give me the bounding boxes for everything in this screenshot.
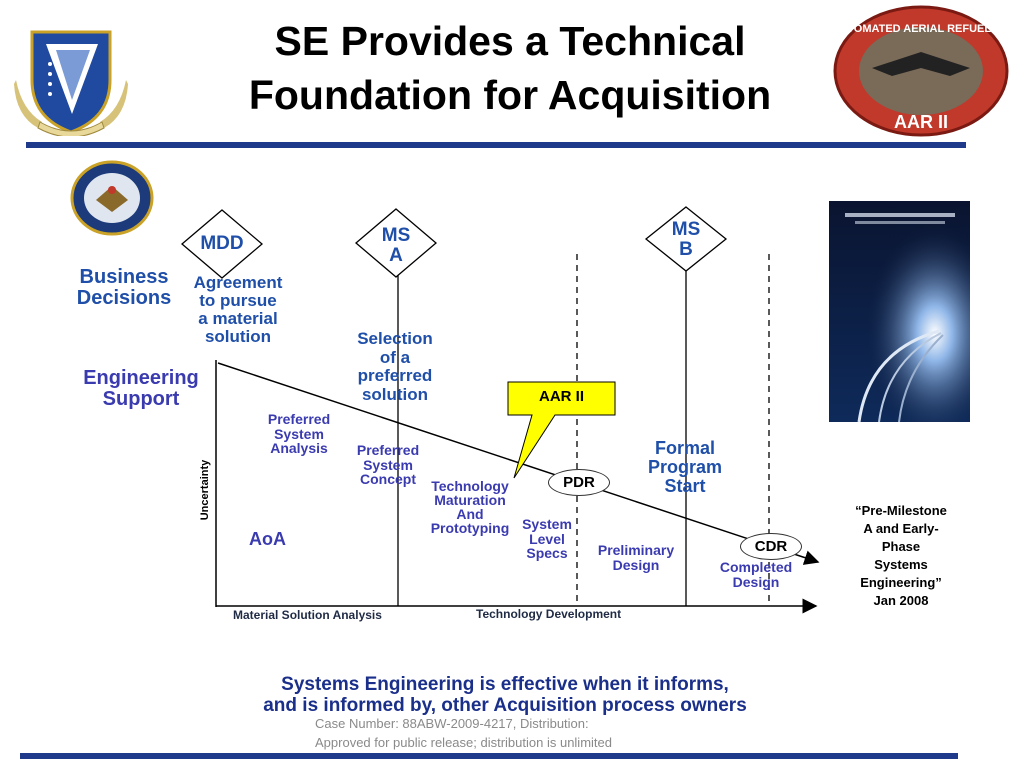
page-title: SE Provides a Technical Foundation for A… (160, 14, 860, 122)
footer-line: Approved for public release; distributio… (315, 735, 612, 750)
system-level-specs-label: System Level Specs (514, 517, 580, 561)
bottom-divider (20, 753, 958, 759)
mdd-label: MDD (200, 233, 244, 254)
engineering-line: Support (102, 388, 180, 410)
msb-diamond (644, 206, 728, 272)
psa-line: Analysis (270, 440, 328, 456)
agreement-line: solution (204, 327, 272, 346)
aoa-label: AoA (249, 529, 286, 549)
book-cover-image (829, 201, 970, 422)
bottom-statement: Systems Engineering is effective when it… (180, 674, 830, 716)
bottom-statement-line: Systems Engineering is effective when it… (281, 674, 729, 695)
msa-label: MS A (356, 226, 436, 266)
pd-line: Preliminary (597, 542, 675, 558)
book-caption-line: Engineering” (860, 575, 942, 590)
aar-callout-text: AAR II (539, 388, 584, 405)
tm-line: And (456, 506, 484, 522)
business-line: Business (79, 266, 169, 288)
mdd-diamond (180, 209, 264, 279)
msa-diamond (354, 208, 438, 278)
msa-label-line: MS (381, 225, 411, 246)
msb-label: MS B (646, 220, 726, 260)
completed-design-label: Completed Design (710, 560, 802, 589)
sls-line: Level (529, 530, 565, 547)
agreement-line: a material (198, 309, 278, 328)
aar-logo-top-text: AUTOMATED AERIAL REFUELING (832, 23, 1010, 35)
bottom-statement-line: and is informed by, other Acquisition pr… (263, 695, 747, 716)
agreement-line: Agreement (193, 273, 283, 292)
msa-label-line: A (389, 245, 403, 266)
aar-callout-shape (507, 381, 616, 479)
book-caption-line: A and Early- (863, 521, 939, 536)
title-line-2: Foundation for Acquisition (248, 72, 772, 118)
selection-line: solution (361, 384, 429, 404)
formal-line: Start (664, 476, 706, 496)
book-caption-line: “Pre-Milestone (855, 503, 947, 518)
book-caption: “Pre-Milestone A and Early- Phase System… (836, 502, 966, 610)
formal-line: Program (647, 457, 723, 477)
aar-logo-bottom-text: AAR II (894, 112, 948, 132)
business-line: Decisions (76, 287, 172, 309)
book-caption-line: Systems (874, 557, 928, 572)
pdr-oval: PDR (548, 469, 610, 496)
engineering-line: Engineering (83, 367, 199, 389)
psc-line: System (363, 456, 413, 473)
book-caption-line: Phase (881, 539, 921, 554)
business-decisions-label: Business Decisions (60, 267, 188, 309)
uncertainty-label: Uncertainty (199, 459, 211, 521)
tm-line: Prototyping (430, 520, 510, 536)
dod-seal (70, 160, 154, 236)
material-solution-analysis-label: Material Solution Analysis (233, 608, 382, 622)
pd-line: Design (612, 556, 660, 573)
preferred-system-concept-label: Preferred System Concept (344, 443, 432, 487)
agreement-line: to pursue (199, 291, 277, 310)
tm-line: Technology (431, 478, 509, 494)
top-divider (26, 142, 966, 148)
tm-line: Maturation (434, 492, 506, 508)
selection-line: Selection (357, 329, 433, 348)
agreement-label: Agreement to pursue a material solution (176, 274, 300, 346)
selection-line: of a (379, 347, 411, 367)
sls-line: System (522, 516, 572, 532)
preliminary-design-label: Preliminary Design (588, 543, 684, 572)
footer-line: Case Number: 88ABW-2009-4217, Distributi… (315, 716, 589, 731)
psc-line: Preferred (356, 442, 420, 458)
title-line-1: SE Provides a Technical (274, 18, 746, 64)
selection-line: preferred (357, 366, 433, 385)
msb-label-line: B (679, 239, 693, 260)
sls-line: Specs (526, 545, 568, 561)
psc-line: Concept (360, 471, 416, 487)
preferred-system-analysis-label: Preferred System Analysis (254, 412, 344, 456)
technology-maturation-label: Technology Maturation And Prototyping (420, 479, 520, 535)
cd-line: Completed (719, 559, 793, 575)
selection-label: Selection of a preferred solution (340, 329, 450, 404)
psa-line: System (274, 425, 324, 442)
engineering-support-label: Engineering Support (66, 368, 216, 410)
cdr-oval: CDR (740, 533, 802, 560)
book-caption-line: Jan 2008 (873, 593, 929, 608)
formal-line: Formal (654, 438, 715, 458)
distribution-footer: Case Number: 88ABW-2009-4217, Distributi… (315, 714, 612, 752)
aar-logo: AUTOMATED AERIAL REFUELING AAR II (832, 5, 1010, 137)
technology-development-label: Technology Development (476, 607, 622, 621)
afrl-logo (14, 30, 128, 136)
psa-line: Preferred (267, 411, 331, 427)
cd-line: Design (732, 573, 780, 590)
msb-label-line: MS (671, 219, 701, 240)
formal-program-start-label: Formal Program Start (630, 439, 740, 496)
